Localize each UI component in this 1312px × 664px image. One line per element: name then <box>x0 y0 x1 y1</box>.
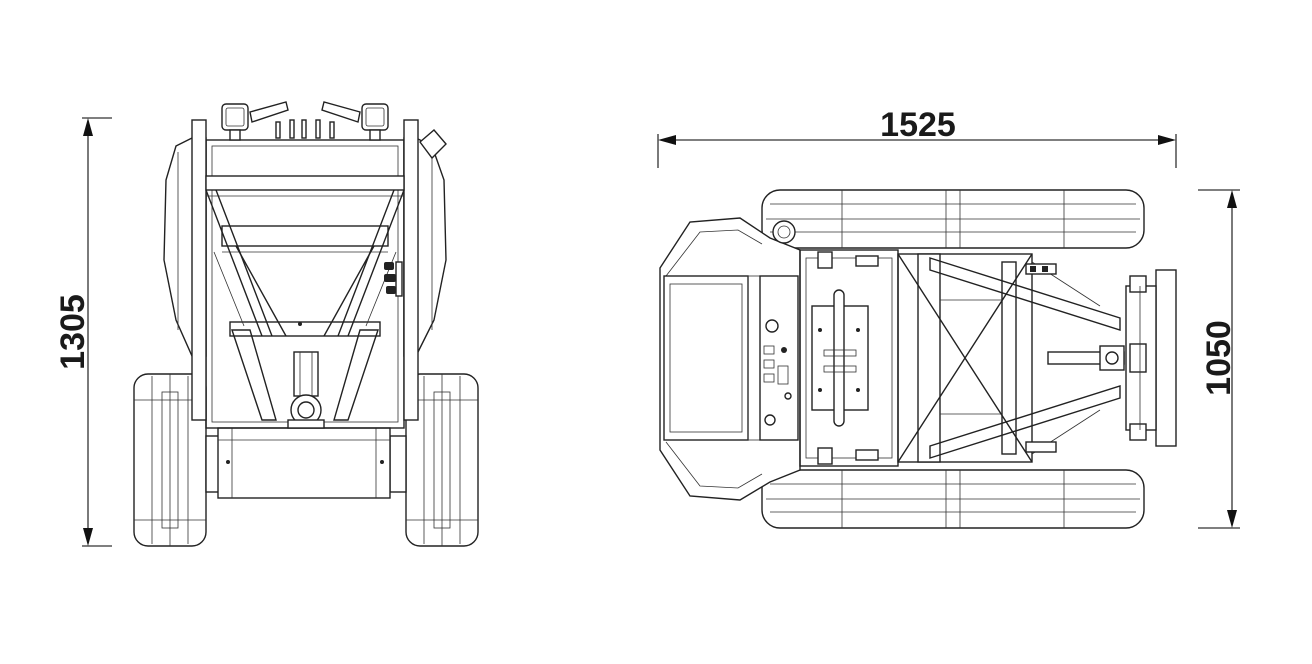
top-view-fittings <box>855 255 1057 461</box>
length-arrow-right <box>1158 135 1176 145</box>
front-view-base <box>217 427 391 499</box>
top-view-frame <box>897 253 1033 463</box>
top-view-platform <box>663 275 749 441</box>
front-view-right-wheel <box>405 373 479 547</box>
height-label: 1305 <box>54 294 92 370</box>
top-view-lower-track <box>761 469 1145 529</box>
top-view-valve-block <box>811 289 869 427</box>
top-view-attachment-plate <box>1125 269 1177 447</box>
front-view-controls <box>275 119 335 139</box>
top-view-upper-track <box>761 189 1145 249</box>
front-view-left-light <box>221 101 289 141</box>
front-view-fittings <box>384 261 403 297</box>
top-view <box>659 189 1177 529</box>
front-view-exhaust <box>419 129 447 160</box>
length-arrow-left <box>658 135 676 145</box>
length-label: 1525 <box>880 106 956 144</box>
height-arrow-bottom <box>83 528 93 546</box>
width-label: 1050 <box>1200 320 1238 396</box>
top-view-control-panel <box>759 275 799 441</box>
height-arrow-top <box>83 118 93 136</box>
front-view-cylinder <box>287 351 325 429</box>
width-arrow-bottom <box>1227 510 1237 528</box>
front-view <box>133 101 479 547</box>
width-dimension: 1050 <box>1198 189 1240 529</box>
height-dimension: 1305 <box>54 117 112 547</box>
width-arrow-top <box>1227 190 1237 208</box>
front-view-right-light <box>321 101 389 141</box>
top-view-fuel-cap <box>772 220 796 244</box>
length-dimension: 1525 <box>657 106 1177 168</box>
